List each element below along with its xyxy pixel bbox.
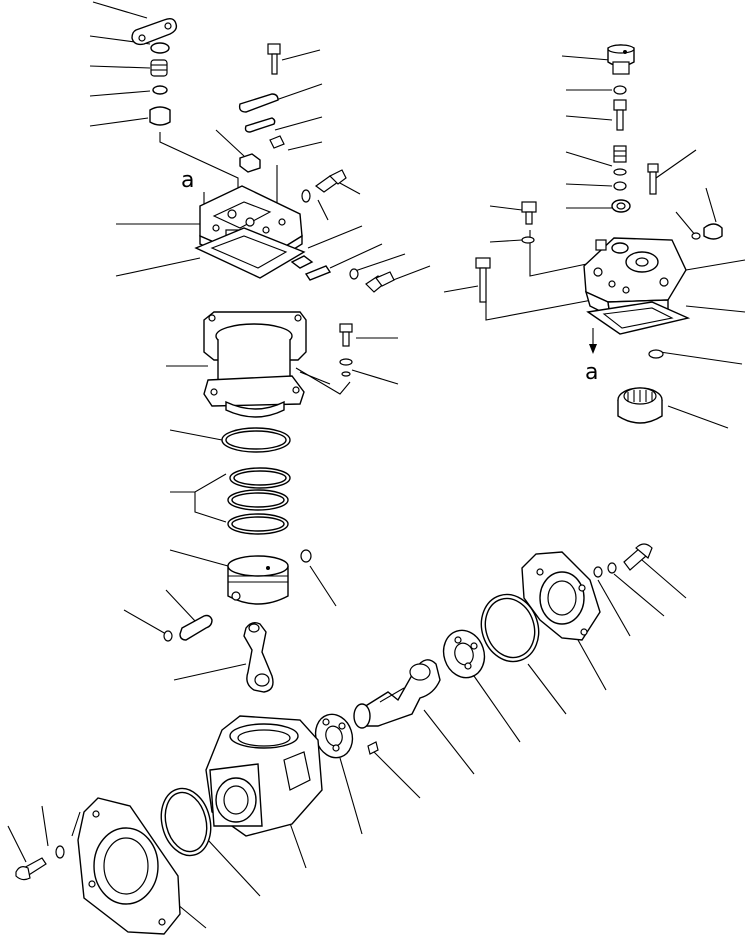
section-label-a-right: a (585, 360, 599, 385)
cylinder-assembly (163, 311, 353, 693)
leader-lines (7, 1, 746, 929)
section-label-a-left: a (181, 168, 195, 193)
upper-right-head-assembly (475, 44, 723, 424)
crankcase-assembly (15, 715, 323, 935)
upper-left-head-assembly (131, 17, 395, 293)
crank-assembly (314, 543, 653, 759)
